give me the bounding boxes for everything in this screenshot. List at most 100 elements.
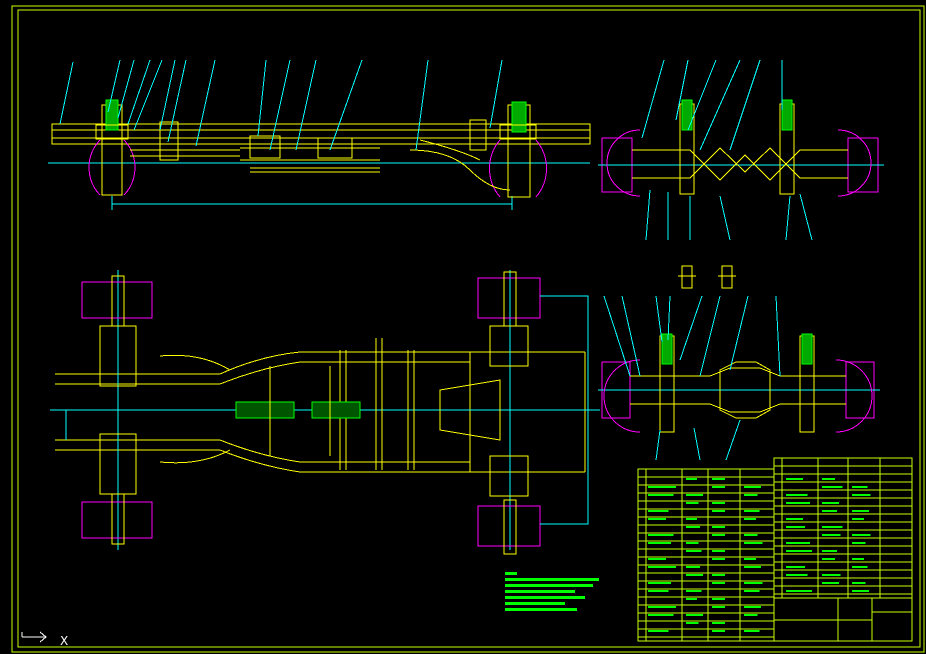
table-cell-mark: [712, 502, 726, 504]
table-cell-mark: [648, 582, 671, 584]
table-cell-mark: [852, 566, 868, 568]
ucs-x-label: X: [60, 634, 68, 648]
table-cell-mark: [852, 534, 871, 536]
fitting-details: [678, 265, 736, 289]
table-cell-mark: [712, 622, 726, 624]
table-cell-mark: [686, 526, 700, 528]
table-cell-mark: [744, 542, 763, 544]
table-cell-mark: [648, 558, 666, 560]
table-cell-mark: [822, 510, 838, 512]
table-cell-mark: [786, 518, 803, 520]
table-cell-mark: [852, 558, 864, 560]
table-cell-mark: [822, 550, 838, 552]
table-cell-mark: [786, 494, 808, 496]
table-cell-mark: [822, 502, 839, 504]
table-cell-mark: [712, 598, 726, 600]
table-cell-mark: [648, 630, 669, 632]
table-cell-mark: [786, 550, 813, 552]
front-axle-section: [598, 99, 884, 197]
table-cell-mark: [852, 542, 866, 544]
table-cell-mark: [822, 558, 836, 560]
outer-frame: [11, 5, 925, 653]
table-cell-mark: [852, 510, 869, 512]
parts-list-table: [637, 457, 913, 642]
leader-lines-top: [59, 59, 503, 151]
table-cell-mark: [744, 582, 763, 584]
table-cell-mark: [712, 606, 726, 608]
table-cell-mark: [786, 478, 803, 480]
table-cell-mark: [822, 534, 841, 536]
table-cell-mark: [786, 566, 806, 568]
table-cell-mark: [686, 494, 703, 496]
table-cell-mark: [686, 614, 703, 616]
table-cell-mark: [648, 518, 666, 520]
table-cell-mark: [686, 566, 700, 568]
table-cell-mark: [648, 494, 674, 496]
frame-rail: [51, 123, 591, 145]
table-cell-mark: [712, 574, 726, 576]
table-cell-mark: [822, 478, 836, 480]
leader-lines-rear: [603, 295, 781, 461]
table-cell-mark: [712, 526, 726, 528]
table-cell-mark: [648, 542, 671, 544]
table-cell-mark: [686, 478, 697, 480]
table-cell-mark: [648, 590, 669, 592]
table-cell-mark: [852, 494, 871, 496]
parts-list-rows: [638, 465, 912, 638]
table-cell-mark: [822, 582, 839, 584]
table-cell-mark: [686, 518, 697, 520]
table-cell-mark: [648, 566, 676, 568]
table-cell-mark: [786, 574, 808, 576]
table-cell-mark: [786, 590, 813, 592]
side-elevation-view: [48, 99, 591, 210]
table-cell-mark: [712, 534, 726, 536]
table-cell-mark: [648, 486, 676, 488]
table-cell-mark: [648, 614, 674, 616]
table-cell-mark: [744, 614, 758, 616]
table-cell-mark: [852, 582, 866, 584]
rear-axle-section: [598, 333, 880, 433]
plan-view: [50, 270, 600, 555]
table-cell-mark: [712, 582, 726, 584]
table-cell-mark: [744, 486, 761, 488]
table-cell-mark: [822, 526, 843, 528]
parts-list-text-marks: [648, 478, 871, 632]
table-cell-mark: [744, 518, 756, 520]
table-cell-mark: [712, 630, 726, 632]
table-cell-mark: [786, 526, 806, 528]
table-cell-mark: [686, 590, 702, 592]
table-cell-mark: [744, 510, 760, 512]
table-cell-mark: [852, 486, 868, 488]
table-cell-mark: [712, 510, 726, 512]
leader-lines-front: [641, 59, 813, 241]
table-cell-mark: [822, 486, 843, 488]
table-cell-mark: [712, 478, 726, 480]
table-cell-mark: [712, 550, 726, 552]
table-cell-mark: [686, 542, 699, 544]
ucs-icon: [21, 631, 47, 643]
table-cell-mark: [686, 622, 699, 624]
table-cell-mark: [686, 502, 699, 504]
table-cell-mark: [852, 590, 869, 592]
table-cell-mark: [744, 606, 761, 608]
table-cell-mark: [822, 574, 841, 576]
inner-frame: [17, 9, 921, 648]
table-cell-mark: [686, 550, 702, 552]
table-cell-mark: [744, 534, 758, 536]
table-cell-mark: [648, 534, 674, 536]
table-cell-mark: [744, 630, 760, 632]
table-cell-mark: [852, 518, 864, 520]
table-cell-mark: [786, 542, 810, 544]
table-cell-mark: [686, 574, 703, 576]
technical-notes-block: [505, 572, 599, 611]
table-cell-mark: [786, 502, 810, 504]
table-cell-mark: [648, 606, 676, 608]
table-cell-mark: [744, 494, 758, 496]
table-cell-mark: [712, 486, 726, 488]
table-cell-mark: [744, 590, 760, 592]
table-cell-mark: [686, 598, 697, 600]
table-cell-mark: [744, 566, 761, 568]
table-cell-mark: [744, 558, 756, 560]
